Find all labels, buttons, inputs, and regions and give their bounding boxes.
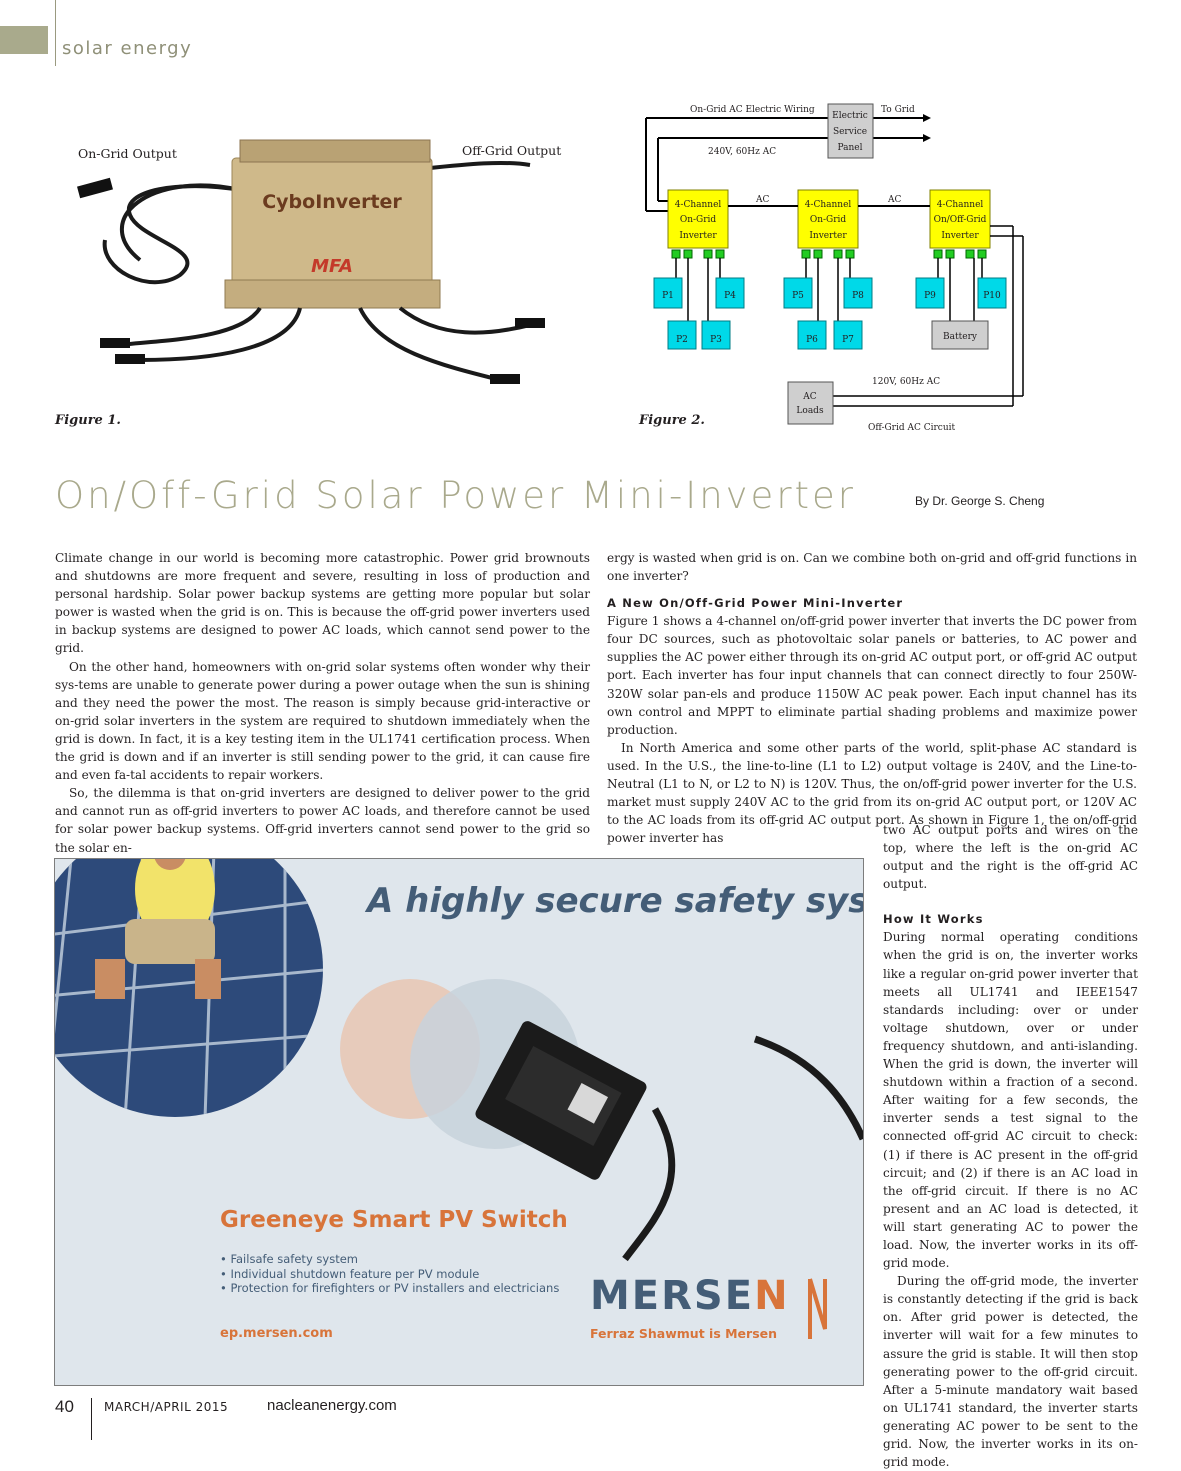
voltage-bottom-label: 120V, 60Hz AC	[872, 377, 940, 387]
to-grid-label: To Grid	[881, 105, 915, 115]
figure1-logo: MFA	[311, 256, 353, 277]
paragraph: In North America and some other parts of…	[607, 740, 1137, 846]
ad-tagline: Ferraz Shawmut is Mersen	[590, 1326, 778, 1341]
section-label: solar energy	[62, 38, 193, 59]
figure2-wiring-diagram: On-Grid AC Electric Wiring To Grid 240V,…	[645, 103, 1024, 433]
publication-website[interactable]: nacleanenergy.com	[267, 1397, 397, 1414]
service-panel-line3: Panel	[837, 143, 862, 153]
panel-p4: P4	[724, 291, 736, 301]
mersen-advertisement[interactable]: A highly secure safety system Greeneye S…	[54, 858, 864, 1386]
paragraph: ergy is wasted when grid is on. Can we c…	[607, 551, 1137, 584]
ac-link2-label: AC	[887, 195, 901, 205]
body-column-2: ergy is wasted when grid is on. Can we c…	[607, 549, 1137, 847]
on-grid-wiring-label: On-Grid AC Electric Wiring	[690, 105, 815, 115]
service-panel-line1: Electric	[832, 111, 868, 121]
inverter3-line2: On/Off-Grid	[934, 215, 987, 225]
list-item: • Individual shutdown feature per PV mod…	[220, 1266, 480, 1281]
figure1-inverter-illustration: CyboInverter MFA On-Grid Output Off-Grid…	[77, 139, 561, 384]
section-heading: How It Works	[883, 912, 984, 927]
body-column-3: two AC output ports and wires on the top…	[883, 821, 1138, 1471]
inverter2-line3: Inverter	[809, 231, 847, 241]
ad-website-link[interactable]: ep.mersen.com	[220, 1326, 333, 1341]
panel-p6: P6	[806, 335, 818, 345]
paragraph: During the off-grid mode, the inverter i…	[883, 1274, 1138, 1470]
paragraph: Figure 1 shows a 4-channel on/off-grid p…	[607, 614, 1137, 737]
service-panel-line2: Service	[833, 127, 867, 137]
panel-p1: P1	[662, 291, 674, 301]
inverter1-line3: Inverter	[679, 231, 717, 241]
voltage-top-label: 240V, 60Hz AC	[708, 147, 776, 157]
ad-headline: A highly secure safety system	[367, 881, 864, 921]
panel-p5: P5	[792, 291, 804, 301]
inverter1-line2: On-Grid	[680, 215, 717, 225]
paragraph: During normal operating conditions when …	[883, 930, 1138, 1271]
ad-background-art	[55, 859, 863, 1339]
section-color-block	[0, 26, 48, 54]
body-column-1: Climate change in our world is becoming …	[55, 549, 590, 857]
inverter1-line1: 4-Channel	[675, 200, 722, 210]
figure1-brand: CyboInverter	[262, 191, 402, 213]
ac-loads-line1: AC	[802, 392, 816, 402]
off-grid-output-label: Off-Grid Output	[462, 143, 561, 158]
paragraph: two AC output ports and wires on the top…	[883, 823, 1138, 892]
paragraph: On the other hand, homeowners with on-gr…	[55, 659, 590, 783]
inverter2-line1: 4-Channel	[805, 200, 852, 210]
footer-divider	[91, 1398, 92, 1440]
issue-date: MARCH/APRIL 2015	[104, 1400, 229, 1414]
paragraph: So, the dilemma is that on-grid inverter…	[55, 786, 590, 855]
offgrid-circuit-label: Off-Grid AC Circuit	[868, 423, 956, 433]
ad-product-name: Greeneye Smart PV Switch	[220, 1207, 568, 1233]
ad-feature-list: • Failsafe safety system • Individual sh…	[220, 1252, 559, 1296]
panel-p9: P9	[924, 291, 936, 301]
panel-p3: P3	[710, 335, 722, 345]
mersen-logo: MERSEN	[590, 1273, 790, 1319]
byline: By Dr. George S. Cheng	[915, 494, 1045, 508]
inverter3-line1: 4-Channel	[937, 200, 984, 210]
battery-label: Battery	[943, 332, 978, 342]
panel-p7: P7	[842, 335, 854, 345]
ac-loads-line2: Loads	[796, 406, 824, 416]
list-item: • Failsafe safety system	[220, 1252, 358, 1266]
inverter3-line3: Inverter	[941, 231, 979, 241]
ac-link1-label: AC	[755, 195, 769, 205]
panel-p2: P2	[676, 335, 688, 345]
paragraph: Climate change in our world is becoming …	[55, 551, 590, 656]
panel-p10: P10	[983, 291, 1001, 301]
figure1-caption: Figure 1.	[55, 413, 121, 428]
page-number: 40	[55, 1397, 74, 1416]
panel-p8: P8	[852, 291, 864, 301]
article-title: On/Off-Grid Solar Power Mini-Inverter	[55, 474, 857, 517]
section-heading: A New On/Off-Grid Power Mini-Inverter	[607, 596, 904, 611]
header-divider	[55, 0, 56, 66]
on-grid-output-label: On-Grid Output	[78, 146, 177, 161]
list-item: • Protection for firefighters or PV inst…	[220, 1281, 560, 1295]
inverter2-line2: On-Grid	[810, 215, 847, 225]
figure2-caption: Figure 2.	[639, 413, 705, 428]
